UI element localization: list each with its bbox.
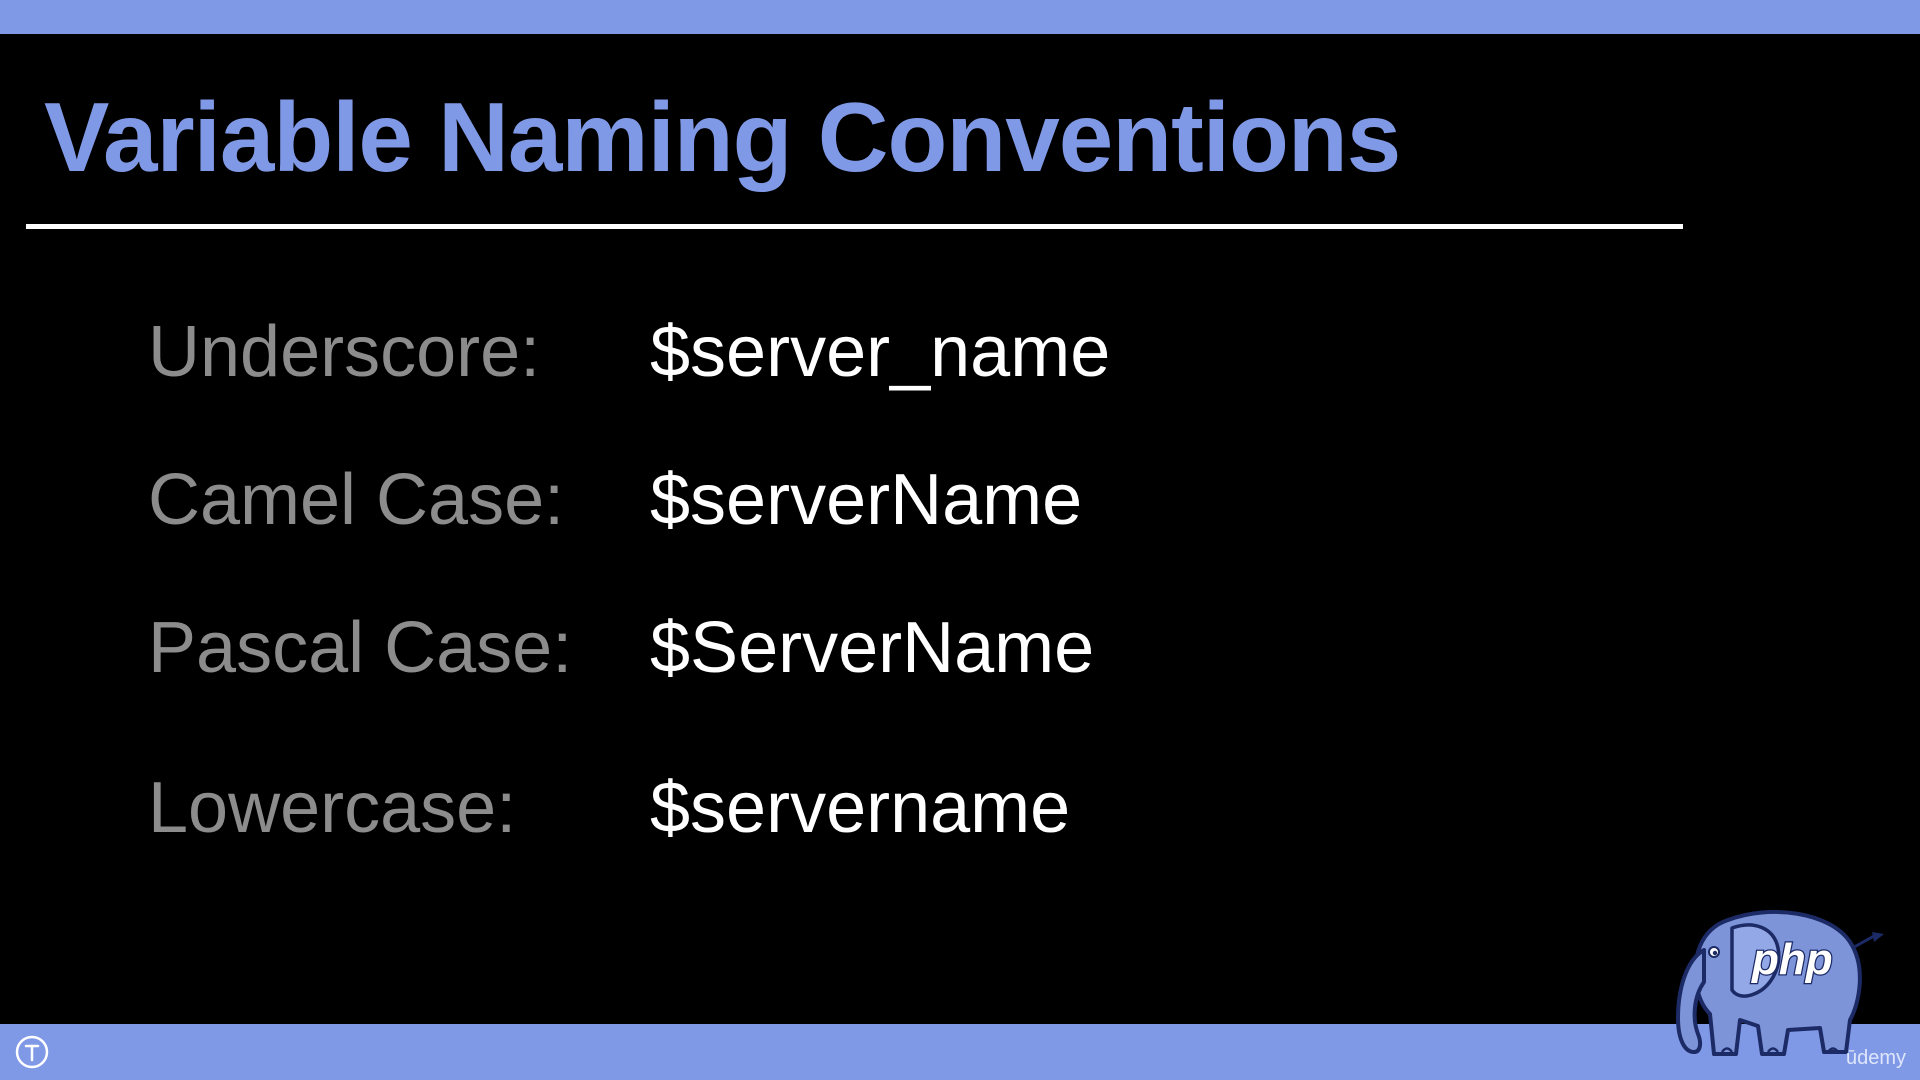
- convention-row: Camel Case: $serverName: [0, 464, 1300, 554]
- top-accent-bar: [0, 0, 1920, 34]
- convention-row: Underscore: $server_name: [0, 316, 1300, 406]
- convention-example: $servername: [650, 768, 1071, 848]
- php-wordmark: php: [1751, 935, 1833, 984]
- convention-example: $serverName: [650, 460, 1083, 540]
- slide-title: Variable Naming Conventions: [44, 82, 1401, 192]
- transcript-toggle-icon: [15, 1035, 49, 1069]
- convention-label: Camel Case:: [148, 460, 565, 540]
- convention-row: Pascal Case: $ServerName: [0, 612, 1300, 702]
- udemy-watermark: ūdemy: [1845, 1047, 1906, 1069]
- convention-example: $server_name: [650, 312, 1111, 392]
- convention-label: Pascal Case:: [148, 608, 573, 688]
- bottom-accent-bar: [0, 1024, 1920, 1080]
- php-elephant-logo: php: [1670, 906, 1890, 1061]
- convention-example: $ServerName: [650, 608, 1095, 688]
- convention-row: Lowercase: $servername: [0, 772, 1300, 862]
- convention-label: Lowercase:: [148, 768, 517, 848]
- transcript-toggle-button[interactable]: [14, 1034, 50, 1070]
- title-divider: [26, 224, 1683, 229]
- php-elephant-icon: php: [1676, 909, 1884, 1056]
- convention-label: Underscore:: [148, 312, 541, 392]
